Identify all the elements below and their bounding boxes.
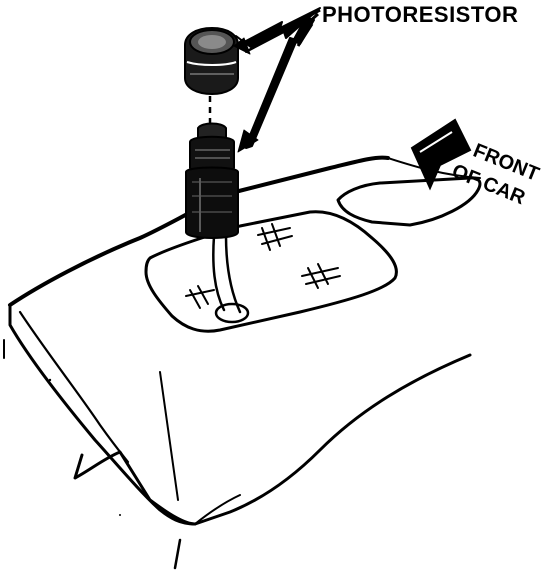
panel-lower-fold	[73, 353, 472, 526]
front-arrow	[410, 118, 472, 191]
photoresistor-cap	[184, 26, 239, 96]
panel-top-edge	[8, 155, 390, 307]
panel-recess	[336, 176, 482, 227]
sensor-mount-plate	[144, 210, 398, 333]
panel-tail	[173, 538, 182, 570]
panel-underside	[194, 494, 241, 525]
sensor-lead-2	[224, 234, 242, 314]
plate-markings	[185, 223, 341, 309]
photoresistor-socket	[185, 122, 239, 239]
dashboard-panel	[3, 155, 482, 570]
panel-inner-ledge	[18, 310, 130, 464]
sensor-wire-grommet	[212, 234, 250, 324]
scan-speck	[48, 378, 52, 382]
pointer-arrows	[233, 7, 321, 153]
scan-speck	[119, 514, 121, 516]
sensor-lead-1	[212, 234, 226, 312]
panel-crease	[159, 371, 179, 501]
label-photoresistor: PHOTORESISTOR	[322, 2, 518, 27]
